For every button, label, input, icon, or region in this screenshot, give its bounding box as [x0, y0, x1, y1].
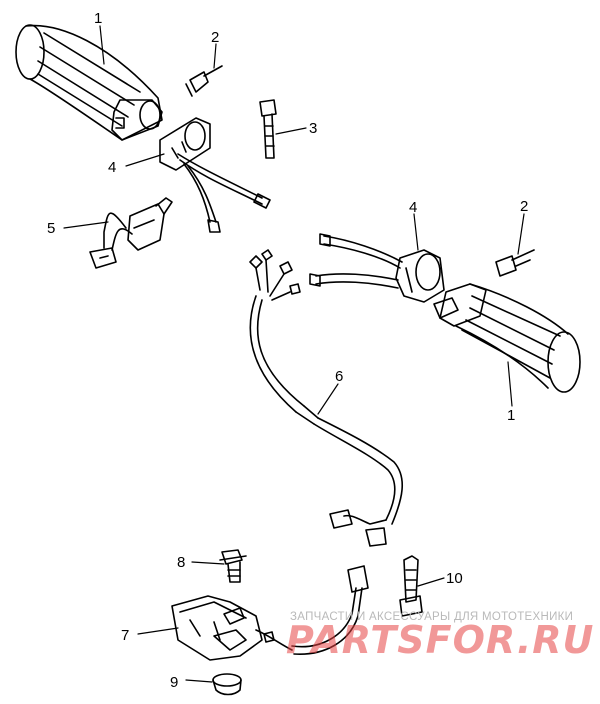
wiring-harness	[249, 249, 404, 547]
left-switch-housing	[159, 117, 271, 233]
cable-tie-upper	[259, 99, 277, 159]
label-part-1-left: 1	[94, 10, 102, 27]
label-part-4-right: 4	[409, 199, 417, 216]
label-part-3: 3	[309, 120, 317, 137]
label-part-6: 6	[335, 368, 343, 385]
label-part-2-right: 2	[520, 198, 528, 215]
label-part-5: 5	[47, 220, 55, 237]
label-part-4-left: 4	[108, 159, 116, 176]
leader-lines	[63, 25, 525, 683]
stop-switch	[89, 197, 173, 269]
left-handlebar-grip	[15, 24, 163, 141]
left-grip-screw	[185, 65, 223, 97]
label-part-10: 10	[446, 570, 463, 587]
label-part-7: 7	[121, 627, 129, 644]
rubber-grommet	[212, 673, 242, 696]
watermark-brand: PARTSFOR.RU	[286, 618, 595, 662]
label-part-1-right: 1	[507, 407, 515, 424]
right-handlebar-grip	[433, 283, 581, 393]
label-part-9: 9	[170, 674, 178, 691]
cable-tie-lower	[399, 555, 423, 617]
watermark-subtitle: ЗАПЧАСТИ И АКСЕССУАРЫ ДЛЯ МОТОТЕХНИКИ	[290, 611, 574, 623]
right-switch-housing	[309, 233, 445, 303]
mounting-bolt	[219, 549, 247, 583]
label-part-8: 8	[177, 554, 185, 571]
switch-unit	[171, 565, 369, 661]
right-grip-screw	[495, 249, 535, 277]
label-part-2-left: 2	[211, 29, 219, 46]
part-labels: 1 2 3 4 5 4 2 6 1 8 10 7 9	[47, 10, 528, 691]
